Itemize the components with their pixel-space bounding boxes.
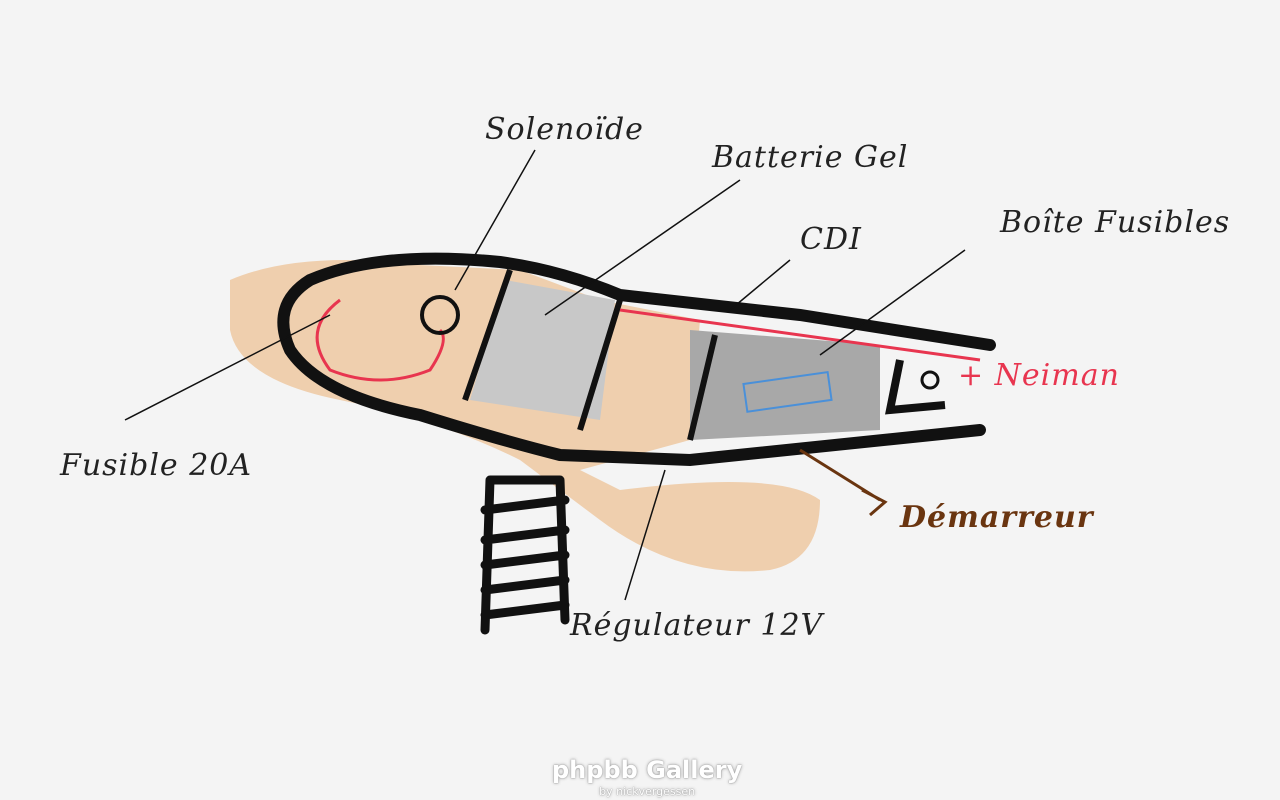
label-cdi: CDI xyxy=(800,222,862,257)
battery-fill xyxy=(470,280,615,420)
label-neiman: + Neiman xyxy=(958,358,1120,393)
grey-box-fill xyxy=(690,330,880,440)
watermark-title: phpbb Gallery xyxy=(552,756,743,784)
solenoid-shape xyxy=(420,295,460,335)
label-demarreur: Démarreur xyxy=(900,500,1094,535)
red-wire xyxy=(315,298,981,382)
body-outline xyxy=(277,252,996,467)
fuse-box-shape xyxy=(742,371,833,413)
label-batterie: Batterie Gel xyxy=(712,140,909,175)
seat-fill xyxy=(230,260,820,572)
label-solenoide: Solenoïde xyxy=(485,112,644,147)
leader-lines xyxy=(124,149,966,601)
spring xyxy=(480,475,570,635)
neiman-lock xyxy=(920,370,940,390)
demarreur-arrow xyxy=(799,448,888,517)
watermark-subtitle: by nickvergessen xyxy=(599,785,696,798)
label-boite-fusibles: Boîte Fusibles xyxy=(1000,205,1231,240)
label-regulateur: Régulateur 12V xyxy=(570,608,824,643)
watermark: phpbb Gallery by nickvergessen xyxy=(552,756,742,799)
neiman-slot xyxy=(885,359,946,415)
label-fusible: Fusible 20A xyxy=(60,448,253,483)
inner-divider xyxy=(462,269,718,441)
